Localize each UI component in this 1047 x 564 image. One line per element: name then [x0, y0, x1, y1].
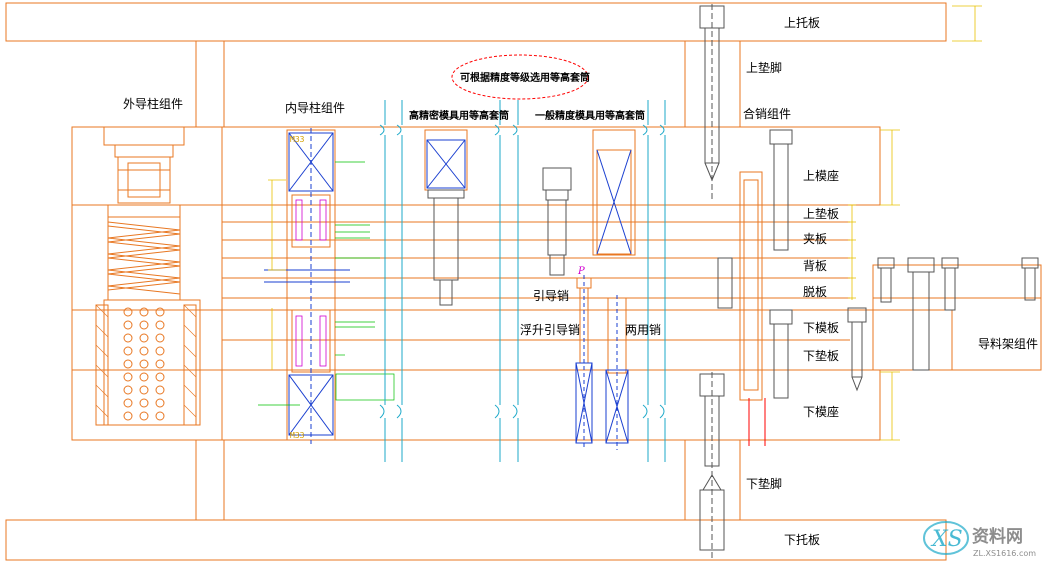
- part-tag-top: M33: [290, 135, 305, 144]
- label-high-precision-sleeve: 高精密模具用等高套筒: [409, 109, 509, 122]
- inner-guide-callouts: [258, 161, 395, 406]
- high-precision-sleeve: [424, 129, 468, 306]
- part-tag-bottom: M33: [290, 431, 305, 440]
- dimension-markers: [848, 5, 982, 441]
- label-clamp-plate: 夹板: [803, 232, 827, 246]
- watermark-site-cn: 资料网: [972, 526, 1023, 547]
- watermark: XS 资料网 ZL.XS1616.com: [923, 521, 1036, 558]
- feed-rail-frame: [872, 264, 1042, 371]
- left-lower-foot: [195, 439, 225, 521]
- label-lower-backing-plate: 下垫板: [803, 348, 839, 363]
- label-stripper-plate: 脱板: [803, 284, 827, 299]
- left-upper-foot: [195, 40, 225, 128]
- label-general-precision-sleeve: 一般精度模具用等高套筒: [535, 109, 645, 122]
- outer-guide-spring: [107, 221, 181, 295]
- label-dowel-pin-assy: 合销组件: [743, 106, 791, 121]
- bottom-clamp-plate: [5, 519, 947, 561]
- section-break-lines: [379, 100, 666, 462]
- sleeve-note-bubble: [451, 54, 589, 100]
- label-lower-die-set: 下模座: [803, 404, 839, 419]
- label-outer-guide-post: 外导柱组件: [123, 96, 183, 111]
- svg-text:XS: XS: [930, 527, 963, 552]
- label-lower-foot: 下垫脚: [746, 476, 782, 491]
- label-upper-die-set: 上模座: [803, 168, 839, 183]
- watermark-logo-icon: XS: [923, 521, 969, 555]
- label-upper-backing-plate: 上垫板: [803, 206, 839, 221]
- watermark-site-url: ZL.XS1616.com: [973, 549, 1036, 558]
- outer-guide-bushing-holes: [123, 307, 165, 421]
- dowel-assembly: [699, 4, 793, 558]
- label-top-clamp-plate: 上托板: [784, 16, 820, 30]
- label-feed-rail-assy: 导料架组件: [978, 337, 1038, 351]
- top-clamp-plate: [5, 2, 947, 42]
- label-dual-pin: 两用销: [625, 323, 661, 337]
- label-inner-guide-post: 内导柱组件: [285, 100, 345, 115]
- upper-die-set: [71, 126, 881, 206]
- label-sleeve-note: 可根据精度等级选用等高套筒: [460, 71, 590, 84]
- inner-guide-tags: M33 M33: [290, 135, 305, 440]
- label-back-plate: 背板: [803, 259, 827, 273]
- label-floating-pilot-pin: 浮升引导销: [520, 323, 580, 337]
- lower-die-set: [71, 369, 881, 441]
- label-lower-die-plate: 下模板: [803, 321, 839, 335]
- labels: 上托板 下托板 上垫脚 下垫脚 外导柱组件 内导柱组件 高精密模具用等高套筒 一…: [123, 16, 1038, 547]
- inner-guide-post: [264, 128, 350, 444]
- general-precision-sleeve: [542, 129, 636, 276]
- feed-rail-parts: [847, 257, 1039, 392]
- plate-outlines: [5, 2, 1042, 561]
- label-bottom-clamp-plate: 下托板: [784, 533, 820, 547]
- pin-tag: P: [577, 266, 585, 277]
- pilot-pins: [575, 275, 629, 450]
- outer-guide-post: [95, 126, 201, 426]
- label-upper-foot: 上垫脚: [746, 60, 782, 75]
- label-pilot-pin: 引导销: [533, 289, 569, 303]
